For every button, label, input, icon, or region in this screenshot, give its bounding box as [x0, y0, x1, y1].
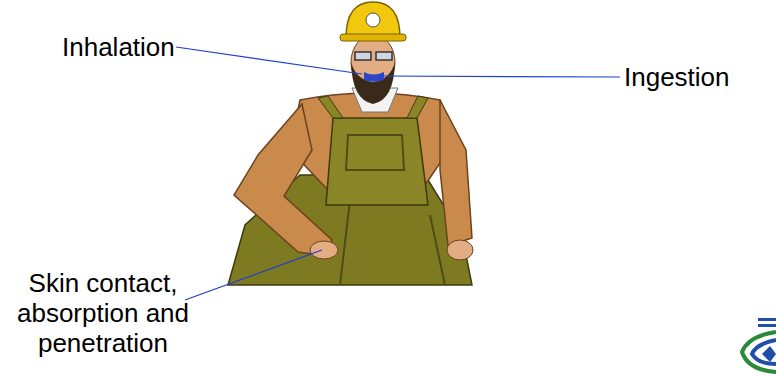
hand: [447, 240, 473, 260]
strap: [318, 96, 343, 118]
arm: [440, 100, 472, 246]
label-text: Inhalation: [62, 32, 212, 62]
logo-swoosh: [752, 340, 776, 364]
leader-lines: [176, 47, 620, 300]
hand: [310, 241, 338, 259]
logo: [742, 318, 776, 372]
hard-hat: [346, 2, 400, 38]
leader-line: [185, 250, 322, 300]
label-text: Skin contact, absorption and penetration: [12, 268, 194, 358]
overall-bib: [326, 118, 428, 205]
leader-line: [380, 76, 620, 77]
arm: [234, 104, 332, 256]
label-text: Ingestion: [624, 62, 774, 92]
logo-bar: [758, 318, 776, 321]
glasses: [355, 52, 392, 60]
logo-bar: [758, 324, 776, 327]
hat-brim: [340, 34, 406, 41]
beard: [351, 62, 395, 104]
logo-diamond: [762, 346, 776, 362]
strap: [407, 96, 428, 118]
fold-lines: [340, 200, 445, 285]
worker-figure: [228, 2, 473, 285]
leader-line: [176, 47, 362, 74]
logo-swoosh: [742, 332, 776, 372]
mouth-highlight: [364, 72, 384, 82]
bib-pocket: [346, 135, 404, 170]
head-lamp: [366, 13, 380, 27]
